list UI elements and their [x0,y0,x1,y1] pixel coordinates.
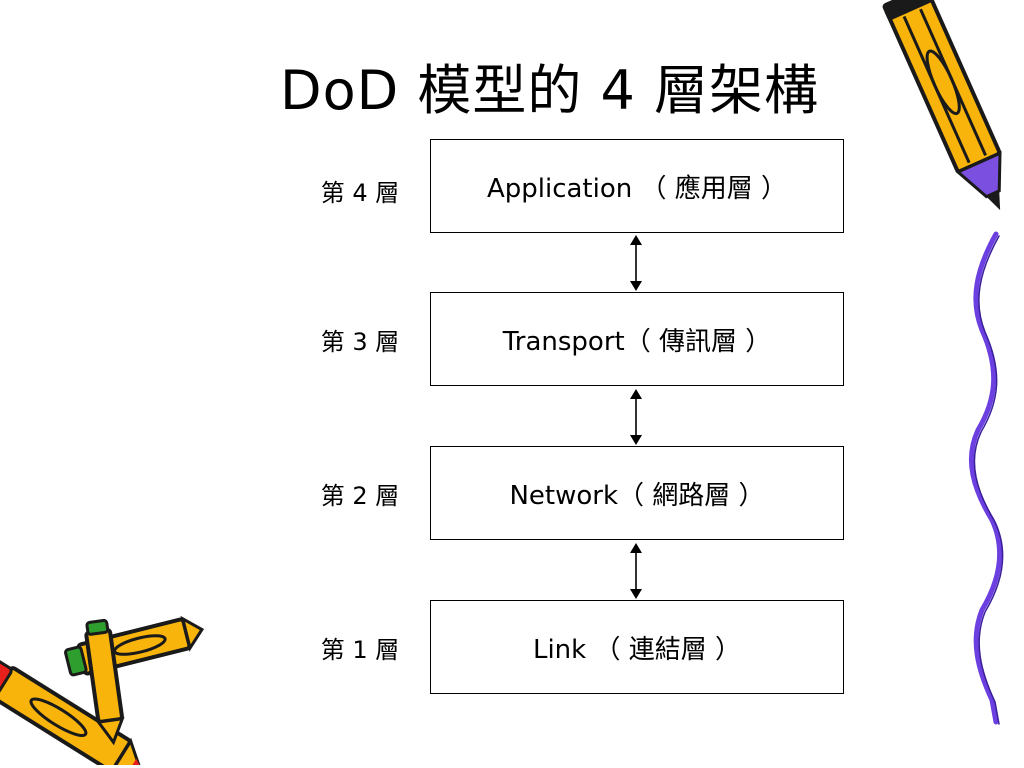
layer-4-box: Application （ 應用層 ） [430,139,844,233]
layer-1-label: 第 1 層 [320,636,400,664]
pencil-icon [882,0,1002,211]
slide-title: DoD 模型的 4 層架構 [280,59,820,122]
layer-3-name: Transport（ 傳訊層 ） [502,326,772,357]
bidirectional-arrow-icon [630,543,642,599]
pencil-icon [84,618,125,746]
layer-3-label: 第 3 層 [320,328,400,356]
layer-3-box: Transport（ 傳訊層 ） [430,292,844,386]
layer-4-label: 第 4 層 [320,179,400,207]
layer-1-name: Link （ 連結層 ） [532,634,742,665]
layer-2-name: Network（ 網路層 ） [509,480,765,511]
layer-1-box: Link （ 連結層 ） [430,600,844,694]
pencils-group [0,615,205,765]
layer-4-name: Application （ 應用層 ） [486,173,788,204]
bidirectional-arrow-icon [630,389,642,445]
squiggle-line [968,231,1004,725]
layer-2-box: Network（ 網路層 ） [430,446,844,540]
layer-2-label: 第 2 層 [320,482,400,510]
bidirectional-arrow-icon [630,235,642,291]
pencil-icon [0,659,142,765]
